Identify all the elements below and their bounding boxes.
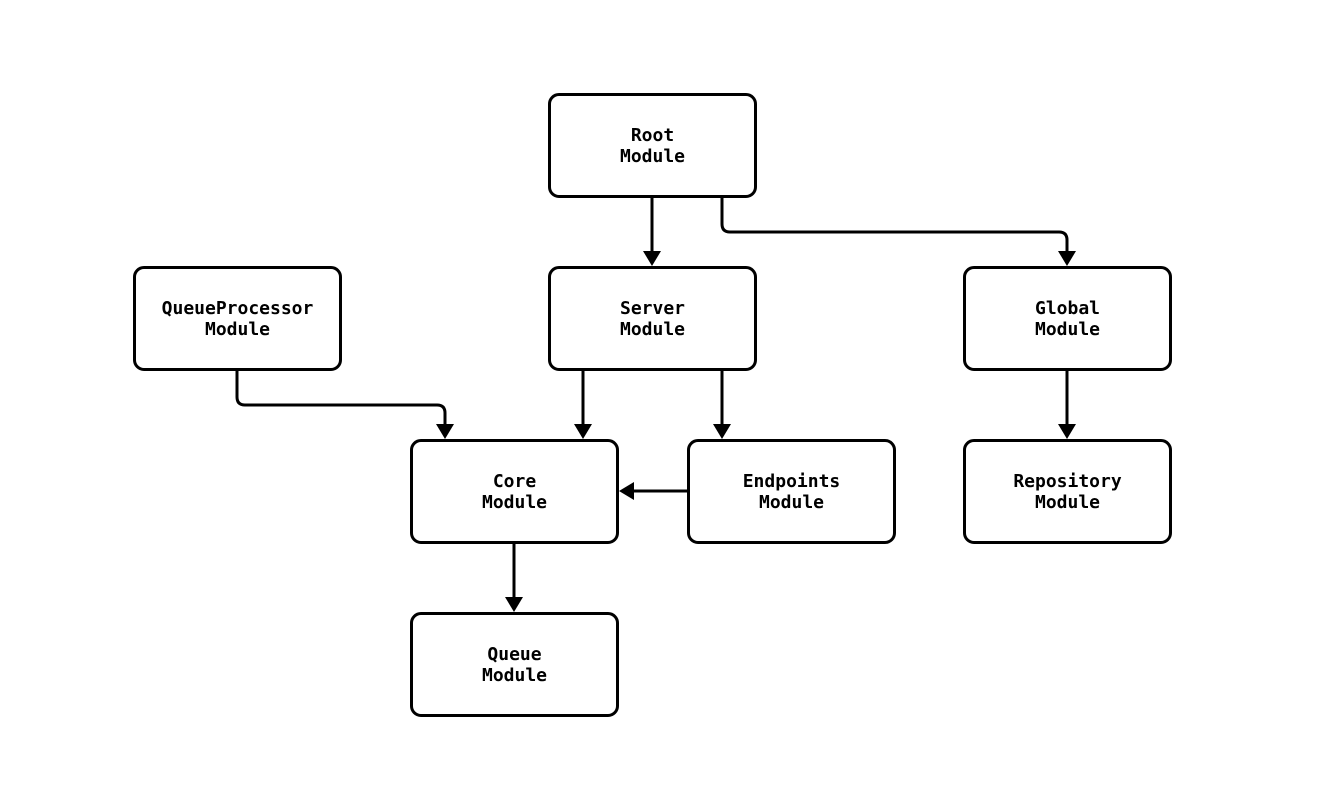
arrowhead-global-module-to-repository-module bbox=[1058, 424, 1076, 439]
node-label-line: Repository bbox=[1013, 470, 1122, 492]
edge-queueprocessor-module-to-core-module bbox=[235, 371, 447, 424]
node-label-line: Module bbox=[481, 491, 548, 513]
node-label-line: Module bbox=[758, 491, 825, 513]
arrowhead-root-module-to-server-module bbox=[643, 251, 661, 266]
node-label-line: Server bbox=[619, 297, 686, 319]
node-label-line: Module bbox=[1034, 491, 1101, 513]
arrowhead-core-module-to-queue-module bbox=[505, 597, 523, 612]
arrowhead-server-module-to-core-module bbox=[574, 424, 592, 439]
edge-root-module-to-global-module bbox=[720, 198, 1069, 251]
node-label-line: Module bbox=[204, 318, 271, 340]
node-label-line: Module bbox=[481, 664, 548, 686]
node-label-line: Module bbox=[619, 318, 686, 340]
node-label-line: Endpoints bbox=[742, 470, 841, 492]
node-label-line: Root bbox=[630, 124, 675, 146]
arrowhead-root-module-to-global-module bbox=[1058, 251, 1076, 266]
node-label-line: Module bbox=[1034, 318, 1101, 340]
node-label-line: Queue bbox=[487, 643, 542, 665]
arrowhead-endpoints-module-to-core-module bbox=[619, 482, 634, 500]
node-label-line: QueueProcessor bbox=[161, 297, 314, 319]
arrowhead-server-module-to-endpoints-module bbox=[713, 424, 731, 439]
node-label-line: Module bbox=[619, 145, 686, 167]
arrowhead-queueprocessor-module-to-core-module bbox=[436, 424, 454, 439]
node-label-line: Global bbox=[1034, 297, 1101, 319]
node-label-line: Core bbox=[492, 470, 537, 492]
